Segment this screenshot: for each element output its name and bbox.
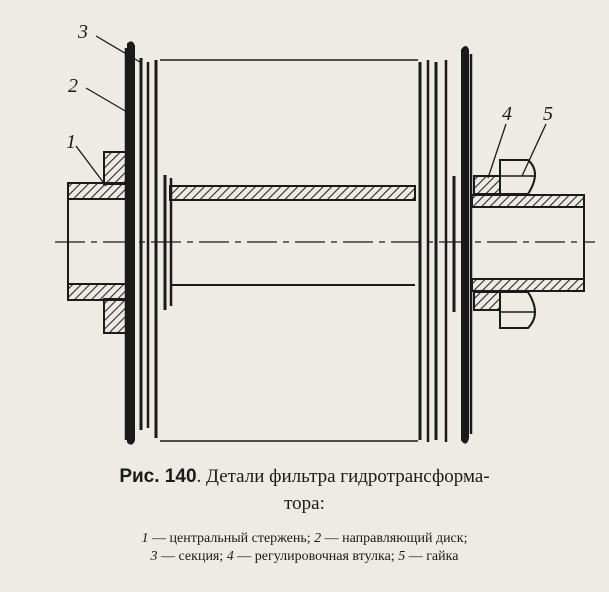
callout-1: 1	[66, 131, 76, 153]
caption-title-line-1: Рис. 140. Детали фильтра гидротрансформа…	[0, 466, 609, 488]
caption-title-part2: тора:	[284, 493, 325, 514]
legend-text-4: — регулировочная втулка;	[233, 549, 399, 564]
callout-5: 5	[543, 103, 553, 125]
rod-right-wall-top	[471, 194, 585, 208]
right-section-discs	[418, 60, 456, 442]
left-guide-disc	[124, 41, 135, 445]
right-guide-disc	[461, 46, 473, 444]
leader-1	[75, 145, 107, 187]
legend-num-4: 4	[226, 549, 234, 564]
leader-5	[521, 123, 547, 177]
left-section-discs	[139, 58, 173, 438]
leader-2	[85, 87, 128, 113]
rod-right-wall-bottom	[471, 278, 585, 292]
rod-left-wall-top	[67, 182, 127, 200]
caption-legend-line-1: 1 — центральный стержень; 2 — направляющ…	[0, 531, 609, 547]
callout-4: 4	[502, 103, 512, 125]
leader-3	[95, 35, 141, 63]
legend-num-3: 3	[150, 549, 158, 564]
caption-legend-line-2: 3 — секция; 4 — регулировочная втулка; 5…	[0, 549, 609, 565]
callout-3: 3	[77, 21, 88, 43]
leader-lines	[75, 35, 547, 187]
caption-title-line-2: тора:	[0, 493, 609, 515]
rod-tube-wall-top	[169, 185, 416, 201]
leader-4	[487, 123, 507, 179]
adjusting-sleeve	[473, 175, 501, 311]
figure-label: Рис. 140	[119, 466, 197, 487]
legend-text-5: — гайка	[405, 549, 459, 564]
legend-num-5: 5	[398, 549, 406, 564]
legend-num-2: 2	[314, 531, 322, 546]
rod-left-wall-bottom	[67, 283, 127, 301]
callout-2: 2	[68, 75, 78, 97]
legend-text-3: — секция;	[157, 549, 227, 564]
legend-text-1: — центральный стержень;	[148, 531, 315, 546]
legend-text-2: — направляющий диск;	[321, 531, 468, 546]
caption-title-part1: . Детали фильтра гидротрансформа-	[196, 466, 490, 487]
filter-assembly-drawing: 3 2 1 4 5	[55, 21, 595, 445]
right-nut	[499, 159, 536, 329]
legend-num-1: 1	[141, 531, 149, 546]
